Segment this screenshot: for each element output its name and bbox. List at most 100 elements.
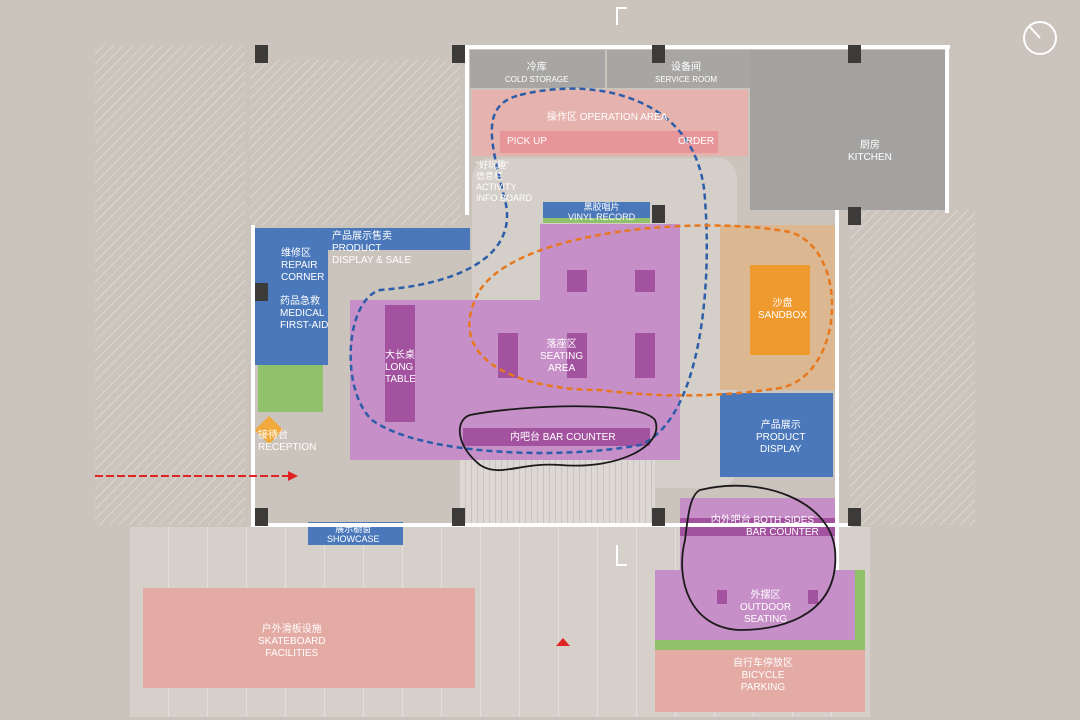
order-label: ORDER [678,136,715,147]
wall [251,225,255,525]
table [567,270,587,292]
outdoor-table [717,590,727,604]
entrance-triangle-icon [556,638,570,646]
activity-en2: INFO BOARD [476,193,533,203]
skateboard-en2: FACILITIES [265,648,319,659]
wall [465,45,950,49]
pd-cn: 产品展示 [760,420,801,431]
both-sides-bar-counter [680,518,835,536]
bar-cn: 内吧台 [510,432,540,443]
pd-en2: DISPLAY [759,444,802,455]
outdoor-en2: SEATING [743,614,788,625]
wall [465,45,469,215]
green-strip-side [855,570,865,650]
bsb-en1: BOTH SIDES [753,515,815,526]
kitchen-en: KITCHEN [848,152,892,163]
column [452,508,465,526]
outdoor-seating-zone [655,570,855,640]
right-building-hatch [850,210,975,525]
cold-storage-en: COLD STORAGE [505,75,569,84]
bicycle-en1: BICYCLE [741,670,785,681]
pds-cn: 产品展示售卖 [332,231,392,242]
vinyl-green-strip [543,218,650,223]
seating-area-upper [540,224,680,304]
outdoor-cn: 外摆区 [750,590,781,601]
column [452,45,465,63]
skateboard-cn: 户外滑板设施 [261,624,322,635]
column [652,205,665,223]
pickup-order-counter [500,131,718,153]
sandbox [750,265,810,355]
bicycle-cn: 自行车停放区 [733,658,793,669]
bsb-en2: BAR COUNTER [746,527,819,538]
seating-cn: 落座区 [546,339,577,350]
kitchen-zone [750,50,948,210]
medical-en2: FIRST-AID [280,320,329,331]
bicycle-parking-zone [655,650,865,712]
long-table-en2: TABLE [385,374,416,385]
seating-en1: SEATING [540,351,584,362]
entrance-arrow-icon [95,471,298,481]
long-table-cn: 大长桌 [385,350,415,361]
activity-cn1: “好玩趣” [476,160,509,170]
skateboard-en1: SKATEBOARD [258,636,326,647]
column [848,45,861,63]
black-outline-bar [458,405,658,472]
sandbox-cn: 沙盘 [772,298,793,309]
column [652,508,665,526]
kitchen-cn: 厨房 [859,140,880,151]
cold-storage-cn: 冷库 [526,62,547,73]
reception-cn: 接待台 [258,430,288,441]
activity-en1: ACTIVITY [476,182,517,192]
table [498,333,518,378]
vinyl-record-shelf [543,202,650,218]
column [848,508,861,526]
service-room-en: SERVICE ROOM [655,75,718,84]
activity-cn2: 信息栏 [476,171,504,181]
green-strip [655,640,855,650]
bar-counter [463,428,650,446]
medical-cn: 药品急救 [280,296,320,307]
upper-left-hatch [250,60,460,225]
outdoor-table [808,590,818,604]
column [255,508,268,526]
vinyl-en: VINYL RECORD [568,212,636,222]
column [255,45,268,63]
long-table-en1: LONG [385,362,414,373]
medical-en1: MEDICAL [280,308,325,319]
cold-storage-zone [470,50,605,88]
bsb-cn: 内外吧台 [710,515,751,526]
seating-en2: AREA [547,363,576,374]
pick-up-label: PICK UP [507,136,548,147]
black-outline-outdoor [681,484,837,631]
table [635,333,655,378]
pds-en2: DISPLAY & SALE [332,255,412,266]
north-compass-icon [1023,21,1057,55]
blue-dashed-boundary [349,87,709,455]
wall [251,523,851,527]
column [848,207,861,225]
operation-area-en: OPERATION AREA [579,112,668,123]
pds-en1: PRODUCT [332,243,382,254]
operation-area-label: 操作区 OPERATION AREA [547,112,667,124]
wall [945,45,949,213]
repair-en2: CORNER [281,272,325,283]
table [567,333,587,378]
entrance-grid [460,460,655,525]
left-building-hatch [95,45,245,525]
